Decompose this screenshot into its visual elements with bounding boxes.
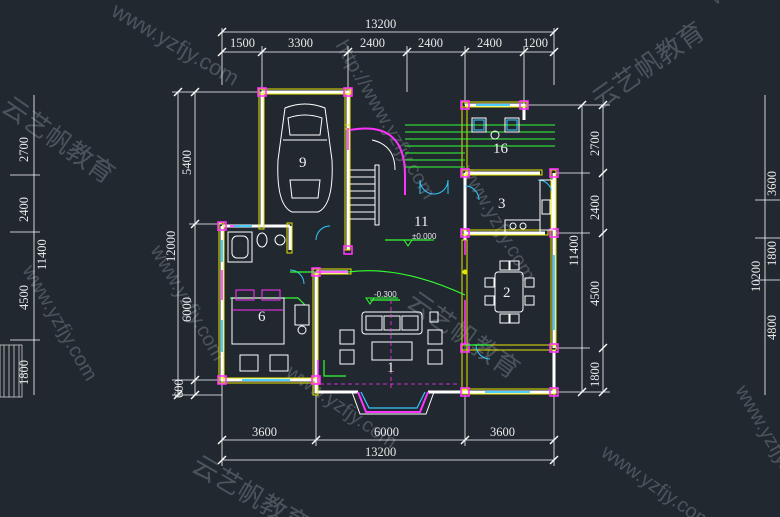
dim-far-left-seg: 2700 [17, 137, 31, 162]
dim-top-seg: 2400 [418, 36, 443, 50]
dim-bottom-seg: 6000 [374, 425, 399, 439]
armchair-icon [471, 117, 487, 133]
sink-icon [274, 234, 286, 246]
bay-window [351, 391, 435, 415]
watermark-url: www.yzfjy.com [281, 361, 401, 454]
room-label-living: 1 [387, 360, 395, 376]
dim-top-seg: 2400 [477, 36, 502, 50]
armchair-icon [339, 329, 355, 345]
dim-far-left-seg: 4500 [17, 285, 31, 310]
level-marker-living: -0.300 [365, 290, 398, 305]
far-left-fragment [0, 344, 23, 398]
toilet-icon [256, 232, 268, 248]
dim-top-total: 13200 [365, 17, 396, 31]
armchair-icon [339, 349, 355, 365]
room-label-hall: 11 [414, 214, 428, 230]
dimension-text: 13200 1500 3300 2400 2400 2400 1200 3600… [17, 17, 779, 459]
armchair-icon [239, 354, 259, 372]
dim-far-right-seg: 10200 [749, 261, 763, 292]
dim-far-left-seg: 11400 [35, 239, 49, 270]
dim-bottom-seg: 3600 [252, 425, 277, 439]
dim-right-seg: 2700 [588, 131, 602, 156]
room-label-dining: 2 [503, 285, 511, 301]
dining-table-icon [484, 260, 535, 324]
room-label-kitchen: 3 [498, 196, 506, 212]
level-living-text: -0.300 [374, 290, 397, 299]
bed-icon [231, 289, 285, 345]
coffee-table [371, 341, 413, 361]
dim-left-total: 12000 [164, 231, 178, 262]
centerlines [320, 300, 460, 390]
dim-far-right-seg: 4800 [765, 315, 779, 340]
furniture [227, 103, 553, 372]
column-marker [462, 269, 468, 275]
dim-far-right-seg: 1800 [765, 241, 779, 266]
dim-bottom-seg: 3600 [490, 425, 515, 439]
watermark-url: www.yzfjy.com [455, 161, 539, 285]
wardrobe [294, 304, 310, 326]
sofa-icon [361, 311, 423, 335]
walls [217, 87, 559, 397]
dimension-lines [10, 28, 780, 466]
dim-left-seg: 600 [172, 379, 186, 398]
level-marker-hall: ±0.000 [403, 232, 437, 247]
dim-right-seg: 4500 [588, 281, 602, 306]
watermark-brand: 云艺帆教育 [586, 16, 710, 115]
dim-right-total: 11400 [567, 235, 581, 266]
armchair-icon [269, 354, 289, 372]
dim-bottom-total: 13200 [365, 445, 396, 459]
armchair-icon [504, 117, 520, 133]
armchair-icon [427, 349, 443, 365]
dim-top-seg: 3300 [288, 36, 313, 50]
watermark-url: www.yzfjy.com [596, 441, 716, 517]
car-icon [277, 103, 333, 213]
dim-top-seg: 1500 [230, 36, 255, 50]
kitchen-counter [539, 179, 553, 231]
room-label-garage: 9 [299, 155, 307, 171]
windows [221, 104, 555, 393]
dim-top-seg: 2400 [360, 36, 385, 50]
watermark-url: www.yzfjy.com [706, 0, 780, 10]
watermark-brand: 云艺帆教育 [187, 449, 315, 517]
watermark-url: www.yzfjy.com [107, 0, 244, 91]
dim-right-seg: 2400 [588, 195, 602, 220]
dim-far-left-seg: 2400 [17, 197, 31, 222]
stove-icon [504, 219, 541, 233]
room-label-bedroom: 6 [258, 309, 266, 325]
room-labels: 9 16 3 11 2 6 1 [258, 141, 511, 376]
dim-top-seg: 1200 [523, 36, 548, 50]
dim-far-left-seg: 1800 [17, 360, 31, 385]
level-hall-text: ±0.000 [412, 232, 437, 241]
watermark-url: www.yzfjy.com [730, 381, 780, 505]
armchair-icon [427, 329, 443, 345]
bathtub-icon [227, 231, 253, 263]
dim-left-seg: 6000 [180, 297, 194, 322]
dim-right-seg: 1800 [588, 362, 602, 387]
dimension-ticks [173, 27, 608, 465]
stairs [349, 124, 555, 226]
dim-far-right-seg: 3600 [765, 171, 779, 196]
room-label-16: 16 [493, 141, 509, 157]
dim-left-seg: 5400 [180, 150, 194, 175]
